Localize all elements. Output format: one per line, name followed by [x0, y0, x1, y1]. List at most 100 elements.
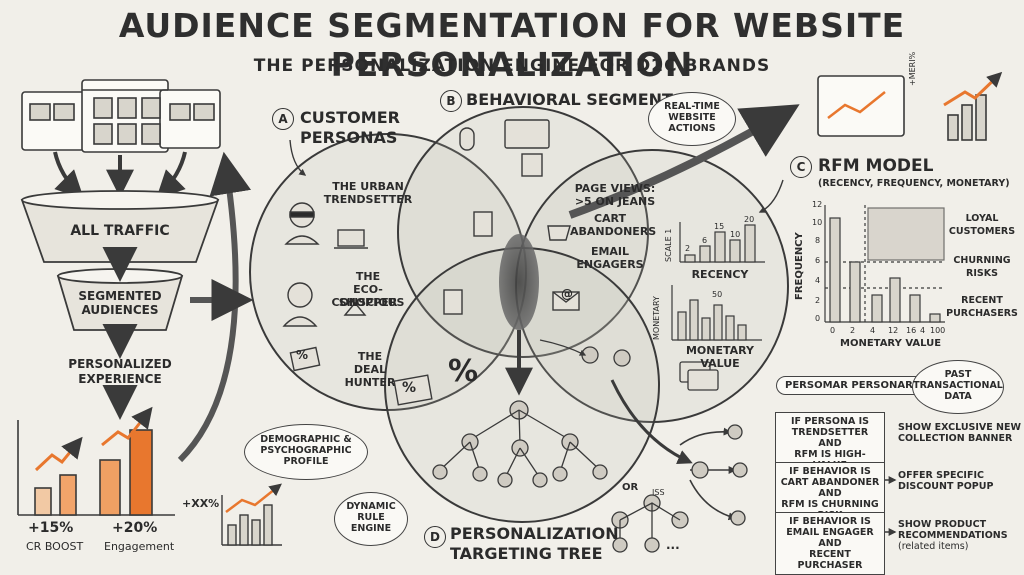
seg-cart-line1: CART	[593, 212, 627, 225]
past-data-callout: PAST TRANSACTIONAL DATA	[912, 360, 1004, 414]
realtime-line1: REAL-TIME	[664, 101, 720, 112]
seg-email-line1: EMAIL	[590, 245, 630, 258]
rule-1-line2: TRENDSETTER AND	[791, 427, 869, 449]
rfm-subtitle: (RECENCY, FREQUENCY, MONETARY)	[818, 178, 1010, 189]
monetary-label-line1: MONETARY	[685, 344, 754, 357]
monitor-label: +MERI%	[908, 51, 917, 86]
behavior-marker: B	[440, 90, 462, 112]
rule-3-action-line3: (related items)	[898, 541, 969, 552]
rfm-ylabel: FREQUENCY	[794, 232, 805, 300]
demographic-callout: DEMOGRAPHIC & PSYCHOGRAPHIC PROFILE	[244, 424, 368, 480]
persona-urban-line2: TRENDSETTER	[323, 193, 413, 206]
rfm-recent-line1: RECENT	[961, 295, 1003, 306]
rfm-marker-letter: C	[790, 156, 812, 178]
recency-value-4: 10	[730, 230, 741, 239]
rfm-churning-line1: CHURNING	[953, 255, 1011, 266]
persona-eco-line1: THE	[355, 270, 381, 283]
monetary-axis-label: MONETARY	[652, 296, 661, 340]
funnel-all-traffic: ALL TRAFFIC	[70, 223, 170, 239]
ellipsis-label: ...	[666, 538, 680, 552]
payment-card-icon	[679, 361, 719, 391]
arrow-to-monitor	[568, 104, 800, 219]
seg-pageviews-line2: >5 ON JEANS	[574, 195, 656, 208]
persona-eco-line2: ECO-CONSCIOUS	[331, 283, 405, 309]
funnel-personalized-line2: EXPERIENCE	[78, 372, 162, 386]
percent-icon: %	[448, 354, 479, 389]
persona-eco-line3: SHOPPER	[338, 296, 398, 309]
mini-tree	[611, 494, 689, 553]
analytics-monitor-icon	[817, 71, 1003, 141]
stat-engagement-value: +20%	[112, 520, 158, 536]
rfm-ytick-12: 12	[812, 200, 823, 209]
at-icon: @	[561, 287, 573, 301]
targeting-title-line2: TARGETING TREE	[450, 544, 603, 563]
demographic-line3: PROFILE	[283, 456, 329, 467]
rfm-xtick-1: 0	[830, 326, 836, 335]
stat-cr-label: CR BOOST	[26, 540, 84, 553]
rule-engine-line1: DYNAMIC	[346, 501, 396, 512]
rfm-marker: C	[790, 156, 812, 178]
rule-3-action-line2: RECOMMENDATIONS	[898, 530, 1008, 541]
past-line2: TRANSACTIONAL	[913, 380, 1003, 391]
rule-3-line3: RECENT PURCHASER	[797, 549, 863, 571]
funnel-segmented-line2: AUDIENCES	[81, 303, 159, 317]
or-label: OR	[622, 482, 639, 493]
behavior-title: BEHAVIORAL SEGMENTS	[466, 90, 685, 109]
stat-cr-value: +15%	[28, 520, 74, 536]
recency-value-5: 20	[744, 215, 755, 224]
targeting-marker: D	[424, 526, 446, 548]
page-title: AUDIENCE SEGMENTATION FOR WEBSITE PERSON…	[118, 6, 906, 84]
rfm-ytick-10: 10	[812, 218, 823, 227]
rule-1-action-line1: SHOW EXCLUSIVE NEW	[898, 422, 1021, 433]
rfm-ytick-0: 0	[815, 314, 821, 323]
recency-value-1: 2	[685, 244, 691, 253]
rfm-title: RFM MODEL	[818, 156, 934, 176]
funnel-segmented-line1: SEGMENTED	[78, 289, 162, 303]
past-line3: DATA	[944, 391, 972, 402]
recency-label: RECENCY	[691, 268, 749, 281]
seg-email-line2: ENGAGERS	[576, 258, 644, 271]
recency-chart	[679, 222, 765, 263]
recency-value-3: 15	[714, 222, 725, 231]
persona-urban-line1: THE URBAN	[332, 180, 404, 193]
rule-engine-line2: RULE	[357, 512, 385, 523]
coupon-percent-icon: %	[402, 380, 417, 396]
stat-engagement-label: Engagement	[104, 540, 175, 553]
rule-3-action-line1: SHOW PRODUCT	[898, 519, 987, 530]
rfm-recent-line2: PURCHASERS	[946, 308, 1018, 319]
rule-1-action: SHOW EXCLUSIVE NEW COLLECTION BANNER	[898, 422, 1021, 444]
results-chart	[17, 406, 175, 516]
monetary-label-line2: VALUE	[700, 357, 740, 370]
rule-3-line2: EMAIL ENGAGER AND	[786, 527, 874, 549]
persona-icons	[282, 202, 368, 372]
rule-2-action-line2: DISCOUNT POPUP	[898, 481, 994, 492]
rfm-ytick-8: 8	[815, 236, 821, 245]
demographic-line1: DEMOGRAPHIC &	[260, 434, 352, 445]
behavior-icons	[443, 119, 580, 315]
demographic-line2: PSYCHOGRAPHIC	[260, 445, 352, 456]
tag-percent-icon: %	[296, 348, 309, 362]
small-growth-chart	[221, 483, 282, 546]
seg-pageviews-line1: PAGE VIEWS:	[574, 182, 656, 195]
rfm-ytick-2: 2	[815, 296, 821, 305]
monetary-peak: 50	[712, 290, 723, 299]
website-pages-icon	[21, 79, 221, 153]
page-subtitle: THE PERSONALIZATION ENGINE FOR D2C BRAND…	[253, 56, 771, 76]
persona-title-line1: CUSTOMER	[300, 108, 400, 127]
rule-1-line1: IF PERSONA IS	[790, 416, 869, 427]
seg-cart-line2: ABANDONERS	[570, 225, 657, 238]
rfm-xtick-5: 16	[906, 326, 917, 335]
past-line1: PAST	[944, 369, 972, 380]
rule-2-line1: IF BEHAVIOR IS	[789, 466, 871, 477]
rule-2-action-line1: OFFER SPECIFIC	[898, 470, 984, 481]
rule-2-line2: CART ABANDONER AND	[780, 477, 880, 499]
rfm-xtick-6: 4	[920, 326, 926, 335]
rfm-ytick-6: 6	[815, 256, 821, 265]
rule-1-action-line2: COLLECTION BANNER	[898, 433, 1013, 444]
deal-icons	[393, 374, 433, 406]
rule-3-action: SHOW PRODUCT RECOMMENDATIONS (related it…	[898, 519, 1008, 552]
stat-xx: +XX%	[182, 497, 220, 510]
persona-marker: A	[272, 108, 294, 130]
persona-deal-line1: THE	[357, 350, 383, 363]
